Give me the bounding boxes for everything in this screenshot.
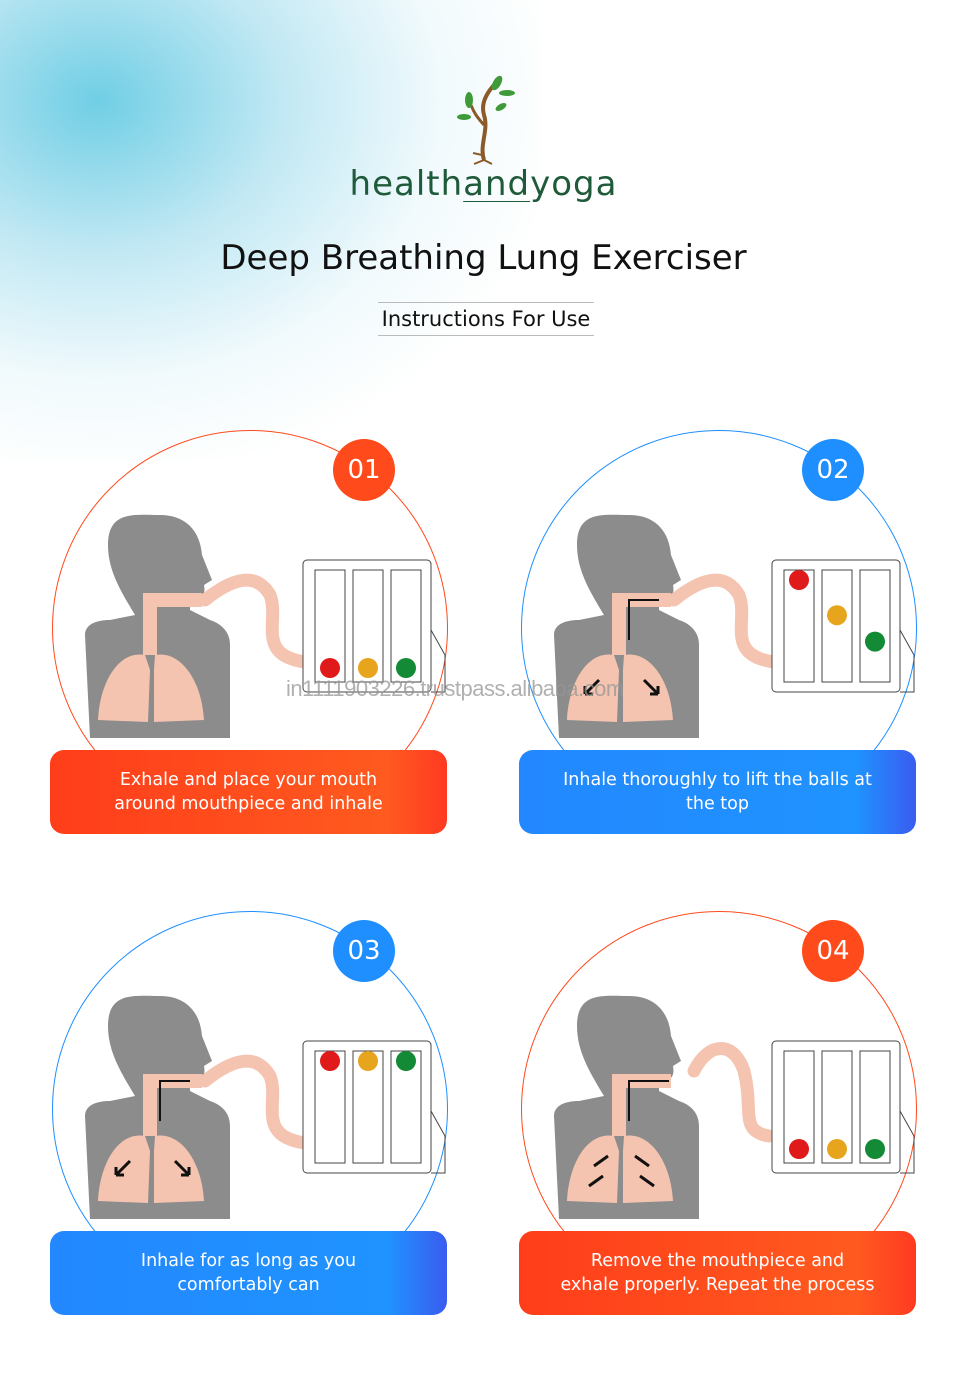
lung-airflow-arrows [588, 1154, 655, 1188]
page-subtitle: Instructions For Use [378, 302, 594, 336]
breathing-tube [687, 1042, 776, 1143]
device-handle [430, 1110, 446, 1174]
device-handle [899, 1110, 915, 1174]
indicator-ball [789, 570, 809, 590]
indicator-ball [789, 1139, 809, 1159]
indicator-ball [827, 605, 847, 626]
breathing-illustration [85, 514, 446, 738]
lung-airflow-arrows [114, 1159, 191, 1177]
device-handle [899, 629, 915, 693]
step-instruction-banner: Inhale for as long as you comfortably ca… [50, 1231, 447, 1315]
brand-middle: and [463, 164, 531, 204]
brand-name: healthandyoga [0, 164, 967, 204]
breathing-tube [198, 1054, 312, 1150]
lungs [567, 654, 673, 722]
device-handle [430, 629, 446, 693]
brand-suffix: yoga [530, 164, 618, 204]
breathing-illustration [554, 514, 915, 738]
page-title: Deep Breathing Lung Exerciser [220, 238, 747, 278]
airflow-arrow [159, 1080, 190, 1121]
breathing-tube [667, 573, 781, 669]
step-instruction-banner: Remove the mouthpiece and exhale properl… [519, 1231, 916, 1315]
indicator-ball [320, 658, 340, 678]
airway [143, 593, 202, 655]
indicator-ball [396, 1051, 416, 1071]
airflow-arrow [628, 1080, 669, 1121]
device-chamber [859, 569, 891, 683]
step-number-badge: 03 [333, 920, 395, 982]
lungs [567, 1135, 673, 1203]
step-instruction-banner: Exhale and place your mouth around mouth… [50, 750, 447, 834]
indicator-ball [865, 631, 885, 652]
brand-prefix: health [349, 164, 464, 204]
airflow-arrow [628, 599, 659, 640]
step-number-badge: 04 [802, 920, 864, 982]
lung-airflow-arrows [583, 678, 660, 696]
indicator-ball [396, 658, 416, 678]
device-chamber [821, 569, 853, 683]
lungs [98, 654, 204, 722]
breathing-illustration [85, 995, 446, 1219]
indicator-ball [865, 1139, 885, 1159]
step-instruction-banner: Inhale thoroughly to lift the balls at t… [519, 750, 916, 834]
breathing-tube [198, 573, 312, 669]
breathing-illustration [554, 995, 915, 1219]
step-number-badge: 02 [802, 439, 864, 501]
indicator-ball [320, 1051, 340, 1071]
watermark: in1111903226.trustpass.alibaba.com [286, 676, 624, 701]
indicator-ball [358, 1051, 378, 1071]
indicator-ball [358, 658, 378, 678]
tree-logo-icon [0, 75, 967, 169]
watercolor-background [0, 0, 540, 460]
step-number-badge: 01 [333, 439, 395, 501]
indicator-ball [827, 1139, 847, 1159]
lungs [98, 1135, 204, 1203]
